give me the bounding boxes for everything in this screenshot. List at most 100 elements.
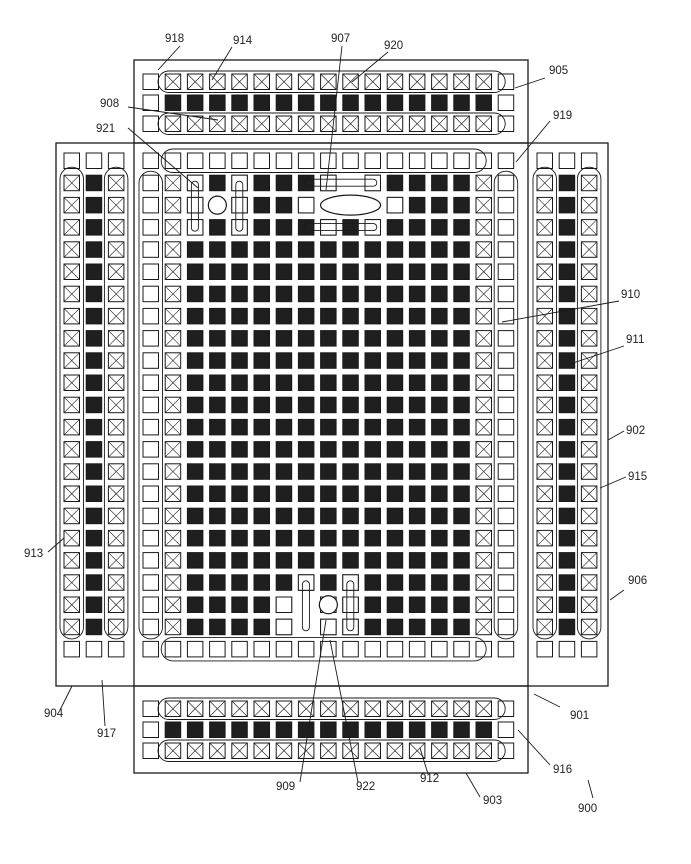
bottom-circle-feature [318, 595, 338, 615]
filled-square [408, 285, 426, 303]
open-square [320, 618, 337, 636]
open-square [431, 152, 448, 169]
grid-cell [275, 307, 293, 325]
grid-cell [231, 742, 248, 759]
grid-cell [580, 463, 598, 480]
filled-square [558, 396, 576, 414]
filled-square [85, 552, 103, 569]
grid-cell [63, 485, 80, 502]
grid-cell [580, 352, 598, 369]
cross-line [164, 241, 181, 258]
grid-cell [558, 374, 576, 391]
filled-square [431, 396, 448, 414]
grid-cell [580, 241, 598, 258]
grid-cell [297, 352, 315, 369]
grid-cell [453, 152, 470, 169]
filled-square [275, 307, 293, 325]
filled-square [275, 352, 293, 369]
grid-cell [386, 307, 404, 325]
filled-square [209, 374, 226, 391]
grid-cell [275, 374, 293, 391]
filled-square [85, 507, 103, 525]
grid-cell [253, 618, 270, 636]
grid-cell [408, 115, 426, 132]
grid-cell [186, 618, 204, 636]
grid-cell [536, 352, 553, 369]
filled-square [364, 552, 381, 569]
grid-cell [558, 396, 576, 414]
grid-cell [536, 552, 553, 569]
grid-cell [536, 441, 553, 458]
grid-cell [386, 485, 404, 502]
leader-922 [329, 639, 359, 783]
cross-line [63, 485, 80, 502]
open-square [497, 73, 515, 90]
open-square [142, 418, 159, 436]
cross-line [475, 352, 492, 369]
cross-line [209, 742, 226, 759]
filled-square [342, 396, 359, 414]
grid-cell [85, 552, 103, 569]
open-square [497, 574, 515, 591]
open-square [275, 618, 293, 636]
filled-square [275, 574, 293, 591]
grid-cell [342, 700, 359, 717]
cross-line [275, 73, 292, 90]
grid-cell [431, 115, 448, 132]
cross-line [475, 197, 492, 214]
filled-square [253, 241, 270, 258]
grid-cell [342, 115, 359, 132]
cross-line [475, 330, 492, 347]
cross-line [108, 463, 125, 480]
cross-line [581, 530, 598, 547]
grid-cell [320, 485, 337, 502]
grid-cell [275, 263, 293, 280]
grid-cell [342, 596, 359, 613]
grid-cell [580, 374, 598, 391]
leader-908 [127, 106, 219, 121]
grid-cell [408, 574, 426, 591]
grid-cell [580, 574, 598, 591]
grid-cell [431, 618, 448, 636]
grid-cell [297, 507, 315, 525]
cross-line [536, 285, 553, 302]
grid-cell [186, 441, 204, 458]
grid-cell [431, 352, 448, 369]
grid-cell [431, 529, 448, 547]
grid-cell [431, 742, 448, 759]
grid-cell [453, 241, 470, 258]
grid-cell [497, 174, 515, 192]
grid-cell [536, 330, 553, 347]
grid-cell [558, 152, 576, 169]
grid-cell [320, 700, 337, 717]
ref-label-922: 922 [356, 781, 375, 793]
cross-line [581, 463, 598, 480]
grid-cell [320, 285, 337, 303]
filled-square [386, 174, 404, 192]
grid-cell [253, 115, 270, 132]
cross-line [409, 73, 426, 90]
grid-cell [320, 374, 337, 391]
cross-line [108, 352, 125, 369]
grid-cell [209, 94, 226, 111]
grid-cell [85, 307, 103, 325]
grid-cell [580, 618, 598, 636]
grid-cell [558, 196, 576, 214]
grid-cell [497, 418, 515, 436]
grid-cell [536, 529, 553, 547]
cross-line [342, 73, 359, 90]
grid-cell [536, 263, 553, 280]
cross-line [187, 742, 204, 759]
grid-cell [453, 330, 470, 347]
grid-cell [497, 596, 515, 613]
open-square [497, 196, 515, 214]
open-square [142, 721, 159, 738]
filled-square [386, 285, 404, 303]
filled-square [431, 418, 448, 436]
grid-cell [231, 285, 248, 303]
grid-cell [209, 618, 226, 636]
grid-cell [142, 263, 159, 280]
grid-cell [536, 507, 553, 525]
grid-cell [431, 396, 448, 414]
leader-914 [211, 46, 233, 81]
